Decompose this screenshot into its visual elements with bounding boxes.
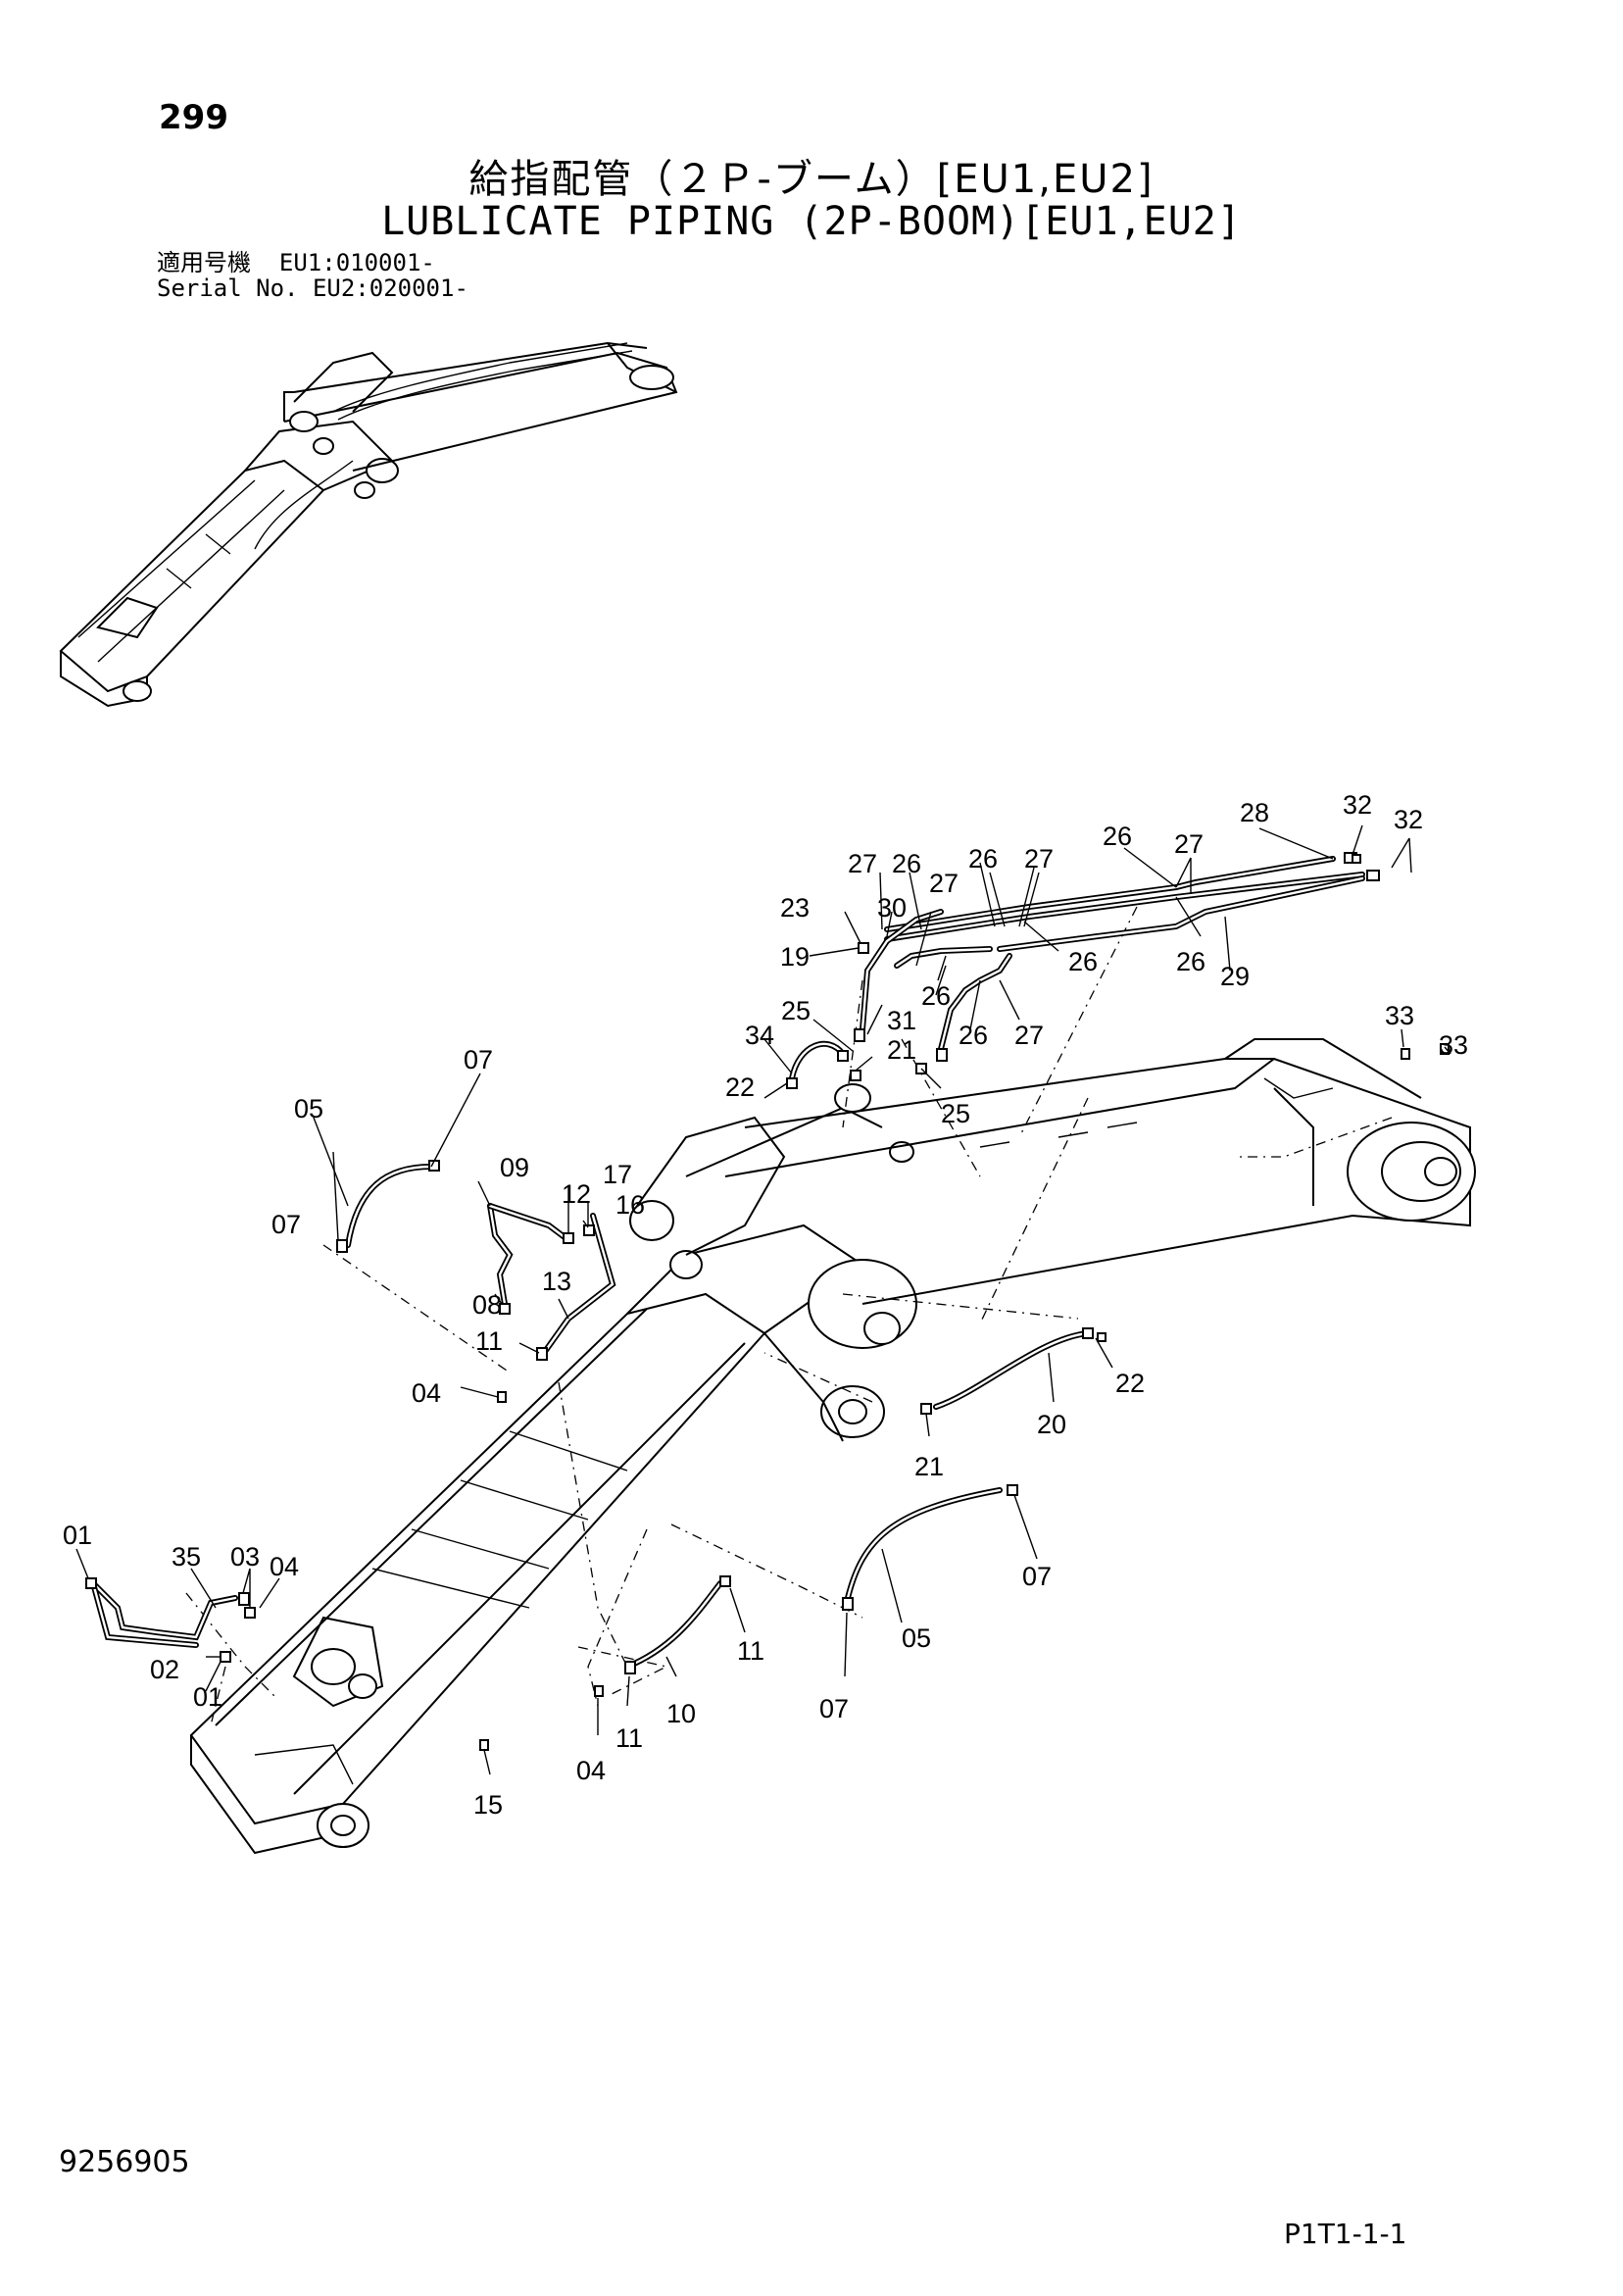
callout-label: 13	[542, 1267, 571, 1296]
page-reference: P1T1-1-1	[1284, 2218, 1407, 2250]
callout-label: 25	[941, 1099, 970, 1128]
callout-labels: 28 32 32 27 26 26 27 26 27 27 23 30 19 2…	[63, 790, 1468, 1820]
callout-label: 07	[271, 1210, 301, 1239]
callout-label: 27	[848, 849, 877, 878]
callout-label: 01	[193, 1682, 222, 1712]
leader-lines	[75, 824, 1451, 1775]
callout-label: 05	[902, 1623, 931, 1653]
document-number: 9256905	[59, 2145, 190, 2179]
callout-label: 26	[1103, 822, 1132, 851]
callout-label: 16	[615, 1190, 645, 1220]
callout-label: 04	[576, 1756, 606, 1785]
callout-label: 23	[780, 893, 810, 923]
overview-thumbnail	[59, 341, 678, 708]
page-number: 299	[159, 98, 228, 137]
callout-label: 07	[819, 1694, 849, 1723]
callout-label: 07	[1022, 1562, 1052, 1591]
callout-label: 09	[500, 1153, 529, 1182]
serial-eu2: EU2:020001-	[312, 275, 468, 302]
callout-label: 27	[1014, 1021, 1044, 1050]
callout-label: 32	[1394, 805, 1423, 834]
callout-label: 08	[472, 1290, 502, 1320]
callout-label: 32	[1343, 790, 1372, 820]
callout-label: 04	[412, 1378, 441, 1408]
callout-label: 27	[929, 869, 959, 898]
callout-label: 26	[1068, 947, 1098, 976]
callout-label: 26	[892, 849, 921, 878]
callout-label: 04	[270, 1552, 299, 1581]
callout-label: 11	[475, 1326, 503, 1356]
callout-label: 15	[473, 1790, 503, 1820]
callout-label: 34	[745, 1021, 774, 1050]
title-japanese: 給指配管（２Ｐ-ブーム）[EU1,EU2]	[468, 157, 1155, 202]
lube-pipes	[90, 856, 1365, 1670]
callout-label: 35	[172, 1542, 201, 1572]
callout-label: 28	[1240, 798, 1269, 827]
boom-main-drawing	[185, 906, 1476, 1855]
serial-label-jp: 適用号機	[157, 249, 251, 276]
callout-label: 01	[63, 1521, 92, 1550]
callout-label: 07	[464, 1045, 493, 1074]
callout-label: 21	[914, 1452, 944, 1481]
fittings	[85, 852, 1450, 1751]
callout-label: 25	[781, 996, 811, 1025]
serial-label-en: Serial No.	[157, 275, 299, 302]
callout-label: 27	[1174, 829, 1204, 859]
callout-label: 30	[877, 893, 907, 923]
callout-label: 11	[737, 1636, 764, 1666]
callout-label: 19	[780, 942, 810, 972]
callout-label: 11	[615, 1723, 643, 1753]
callout-label: 26	[1176, 947, 1205, 976]
callout-label: 03	[230, 1542, 260, 1572]
title-english: LUBLICATE PIPING (2P-BOOM)[EU1,EU2]	[381, 199, 1242, 244]
callout-label: 26	[921, 981, 951, 1011]
callout-label: 29	[1220, 962, 1250, 991]
callout-label: 10	[666, 1699, 696, 1728]
callout-label: 21	[887, 1035, 916, 1065]
callout-label: 33	[1385, 1001, 1414, 1030]
callout-label: 22	[725, 1073, 755, 1102]
callout-label: 20	[1037, 1410, 1066, 1439]
callout-label: 26	[959, 1021, 988, 1050]
callout-label: 17	[603, 1160, 632, 1189]
callout-label: 27	[1024, 844, 1054, 873]
callout-label: 31	[887, 1006, 916, 1035]
callout-label: 05	[294, 1094, 323, 1123]
callout-label: 26	[968, 844, 998, 873]
callout-label: 33	[1439, 1030, 1468, 1060]
callout-label: 02	[150, 1655, 179, 1684]
callout-label: 12	[562, 1179, 591, 1209]
serial-number-block: 適用号機 EU1:010001- Serial No. EU2:020001-	[157, 250, 468, 301]
serial-eu1: EU1:010001-	[278, 249, 435, 276]
callout-label: 22	[1115, 1369, 1145, 1398]
